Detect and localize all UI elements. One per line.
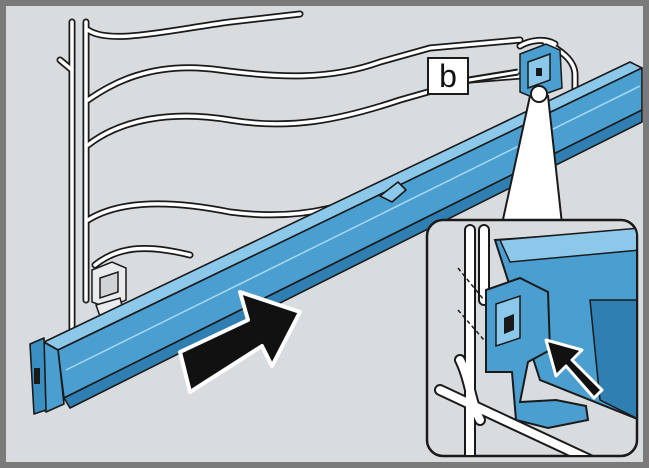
callout-label-b: b	[427, 57, 469, 95]
press-arrow-icon	[544, 338, 604, 400]
rail-end-clip	[519, 43, 563, 99]
telescopic-rail	[29, 61, 643, 415]
detail-inset	[425, 218, 639, 458]
push-direction-arrow-icon	[178, 290, 302, 394]
